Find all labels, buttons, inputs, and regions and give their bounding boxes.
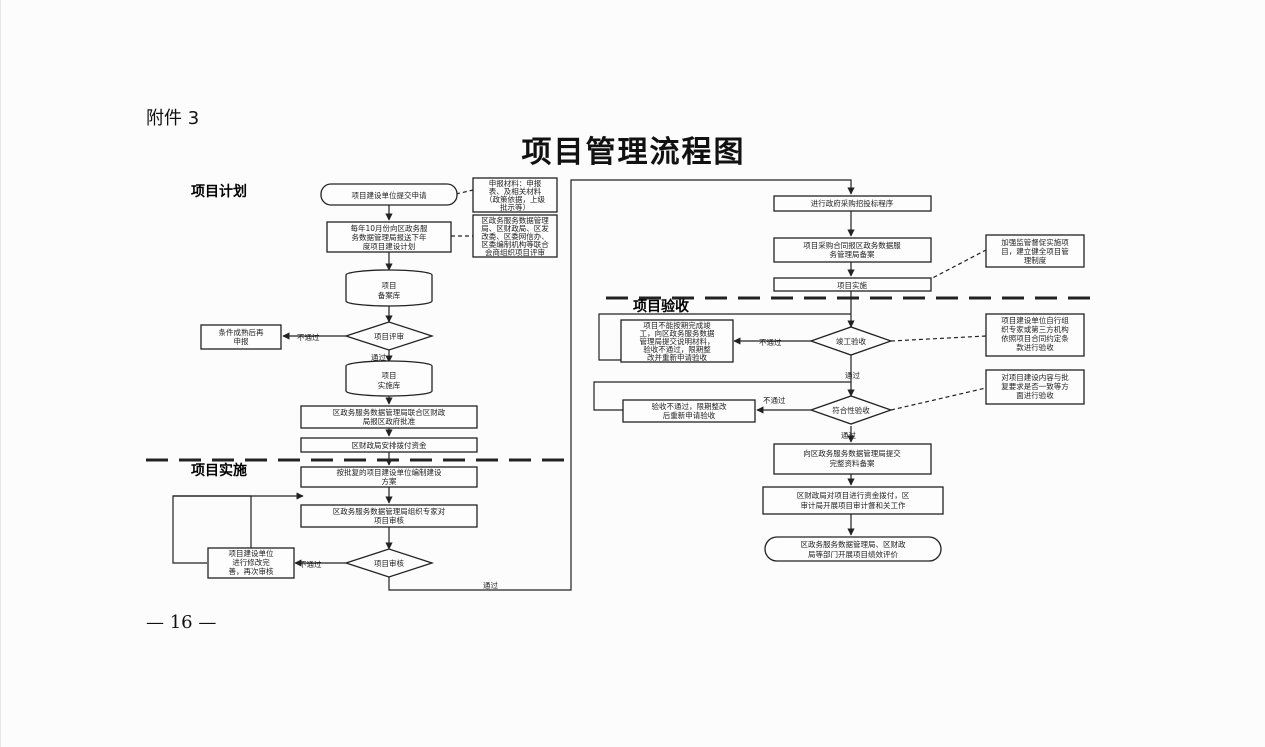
edge-label-check-pass: 通过 (841, 430, 856, 440)
node-apply (320, 183, 458, 206)
text-joint-report: 区政务服务数据管理局联合区财政局报区政府批准 (333, 407, 446, 426)
annex-label: 附件 3 (146, 108, 200, 129)
node-revise (207, 547, 295, 579)
note-third-party (985, 313, 1085, 357)
edge-label-completion-fail: 不通过 (759, 337, 782, 347)
edge-label-completion-pass: 通过 (845, 370, 860, 380)
text-rectify: 项目不能按期完成竣工，向区政务服务数据管理局提交说明材料，验收不通过，限期整改并… (640, 320, 715, 362)
text-materials: 申报材料：申报表、及相关材料（政策依据，上级批示等） (485, 178, 545, 212)
text-supervise: 加强监管督促实施项目，建立健全项目管理制度 (1001, 237, 1069, 265)
edge-label-check-fail: 不通过 (763, 395, 786, 405)
note-consistency (985, 369, 1085, 405)
edge-label-review-fail: 不通过 (297, 332, 320, 342)
text-impl-db: 项目实施库 (378, 371, 401, 390)
note-materials (472, 177, 558, 213)
note-supervise (985, 234, 1085, 268)
text-organize: 区政务服务数据管理局、区财政局、区发改委、区委网信办、区委编制机构等联合会商组织… (481, 215, 549, 257)
node-reserve-db (345, 269, 433, 307)
node-procurement (773, 195, 932, 212)
node-rectify (620, 319, 734, 363)
text-procurement: 进行政府采购招投标程序 (811, 198, 894, 208)
node-later-submit (200, 324, 282, 350)
text-review: 项目评审 (374, 331, 404, 341)
node-expert-review (300, 504, 478, 528)
node-joint-report (300, 405, 478, 429)
section-title-accept: 项目验收 (633, 298, 690, 315)
text-completion: 竣工验收 (836, 336, 866, 346)
node-completion (809, 326, 893, 356)
text-retry: 验收不通过，限期整改后重新申请验收 (652, 401, 727, 420)
text-implement: 项目实施 (837, 280, 867, 290)
node-review (343, 321, 435, 351)
text-fund: 区财政局安排拨付资金 (352, 440, 427, 450)
text-archive: 向区政务服务数据管理局提交完整资料备案 (803, 448, 901, 468)
node-fund (300, 437, 478, 453)
text-later-submit: 条件成熟后再申报 (219, 327, 264, 346)
node-archive (773, 443, 932, 475)
page-title: 项目管理流程图 (521, 135, 746, 170)
node-audit-final (762, 486, 944, 515)
text-evaluate: 区政务服务数据管理局、区财政局等部门开展项目绩效评价 (801, 539, 906, 559)
text-expert-review: 区政务服务数据管理局组织专家对项目审核 (333, 506, 446, 525)
edge-label-audit-fail: 不通过 (299, 559, 322, 569)
text-compile-plan: 按批复的项目建设单位编制建设方案 (337, 467, 442, 486)
page-number: — 16 — (146, 612, 217, 633)
text-record: 项目采购合同报区政务数据服务管理局备案 (803, 240, 901, 259)
node-audit (343, 548, 435, 578)
node-retry (622, 399, 756, 423)
text-reserve-db: 项目备案库 (378, 281, 401, 300)
note-organize (472, 214, 558, 258)
text-check-accept: 符合性验收 (832, 405, 870, 415)
text-audit: 项目审核 (374, 558, 404, 568)
text-apply: 项目建设单位提交申请 (352, 190, 427, 200)
node-implement (773, 277, 932, 292)
node-compile-plan (300, 466, 478, 488)
edge-label-review-pass: 通过 (371, 352, 386, 362)
node-impl-db (345, 360, 433, 397)
node-annual-plan (326, 221, 452, 253)
text-third-party: 项目建设单位自行组织专家或第三方机构依照项目合同约定条款进行验收 (1001, 315, 1069, 352)
node-check-accept (809, 395, 893, 425)
section-title-plan: 项目计划 (191, 183, 247, 200)
node-record (773, 237, 932, 263)
text-revise: 项目建设单位进行修改完善，再次审核 (229, 548, 274, 576)
edge-label-audit-pass: 通过 (483, 580, 498, 590)
section-title-implement: 项目实施 (191, 462, 247, 479)
text-audit-final: 区财政局对项目进行资金拨付，区审计局开展项目审计督和关工作 (797, 490, 910, 510)
text-annual-plan: 每年10月份向区政务服务数据管理局报送下年度项目建设计划 (350, 223, 428, 251)
node-evaluate (764, 536, 942, 562)
text-consistency: 对项目建设内容与批复要求是否一致等方面进行验收 (1001, 372, 1069, 400)
